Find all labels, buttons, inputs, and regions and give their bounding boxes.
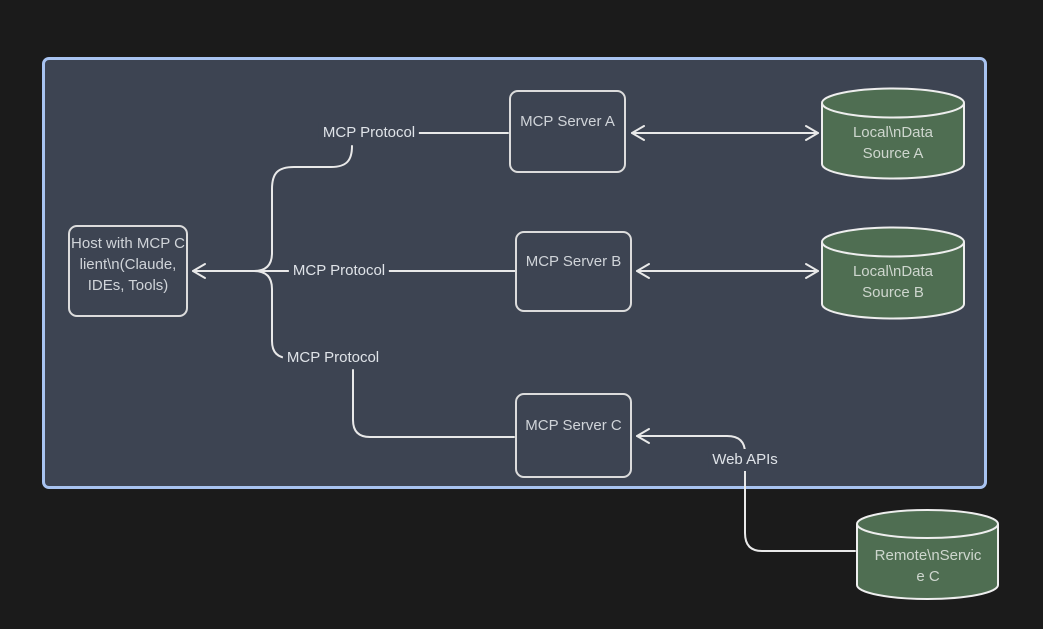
node-mcp-server-b: MCP Server B xyxy=(515,231,632,312)
node-label: Host with MCP C lient\n(Claude, IDEs, To… xyxy=(71,233,185,296)
edge-trunk-bottom-branch xyxy=(253,270,290,359)
cylinder-text-line: Local\nData xyxy=(852,263,934,280)
cylinder-body xyxy=(822,242,964,319)
edge-label-mcp-protocol-top: MCP Protocol xyxy=(318,122,420,144)
node-label: MCP Server B xyxy=(525,253,622,270)
cylinder-text-line: Remote\nServic xyxy=(874,547,982,564)
node-label: MCP Server A xyxy=(520,113,615,130)
arrowhead-into-source-b xyxy=(805,263,819,279)
node-mcp-server-c: MCP Server C xyxy=(515,393,632,478)
label-local-data-source-b: Local\nData Source B xyxy=(822,261,964,303)
node-label: MCP Server C xyxy=(525,417,622,434)
cylinder-text-line: Source B xyxy=(862,284,924,301)
cylinder-body-outline xyxy=(821,242,965,320)
node-text-line: Host with MCP C xyxy=(71,234,185,252)
cylinder-body-outline xyxy=(856,524,999,600)
cylinder-top xyxy=(856,509,999,539)
edge-protocol-to-server-c xyxy=(352,369,515,438)
arrowhead-into-host xyxy=(192,263,206,279)
cylinder-body xyxy=(822,103,964,179)
edge-label-mcp-protocol-middle: MCP Protocol xyxy=(288,260,390,282)
cylinder-top xyxy=(821,226,965,258)
arrowhead-into-server-a xyxy=(631,125,645,141)
edge-label-web-apis: Web APIs xyxy=(708,449,782,471)
cylinder-text-line: e C xyxy=(916,568,940,585)
cylinder-data-source-a xyxy=(821,87,965,180)
arrowhead-into-server-b xyxy=(636,263,650,279)
edge-trunk-top-branch xyxy=(253,145,353,272)
edge-remote-service-to-server-c xyxy=(636,435,856,552)
node-host-with-mcp-client: Host with MCP C lient\n(Claude, IDEs, To… xyxy=(68,225,188,317)
arrowhead-into-server-c xyxy=(636,428,650,444)
node-text-line: lient\n(Claude, xyxy=(79,255,177,273)
cylinder-top xyxy=(821,87,965,119)
edge-label-mcp-protocol-bottom: MCP Protocol xyxy=(282,347,384,369)
arrowhead-into-source-a xyxy=(805,125,819,141)
node-mcp-server-a: MCP Server A xyxy=(509,90,626,173)
node-text-line: IDEs, Tools) xyxy=(87,276,169,294)
cylinder-body xyxy=(857,524,998,600)
label-local-data-source-a: Local\nData Source A xyxy=(822,122,964,164)
cylinder-body-outline xyxy=(821,103,965,180)
cylinder-text-line: Source A xyxy=(862,145,924,162)
cylinder-data-source-b xyxy=(821,226,965,320)
label-remote-service-c: Remote\nServic e C xyxy=(857,545,999,587)
cylinder-remote-service-c xyxy=(856,509,999,600)
cylinder-text-line: Local\nData xyxy=(852,124,934,141)
